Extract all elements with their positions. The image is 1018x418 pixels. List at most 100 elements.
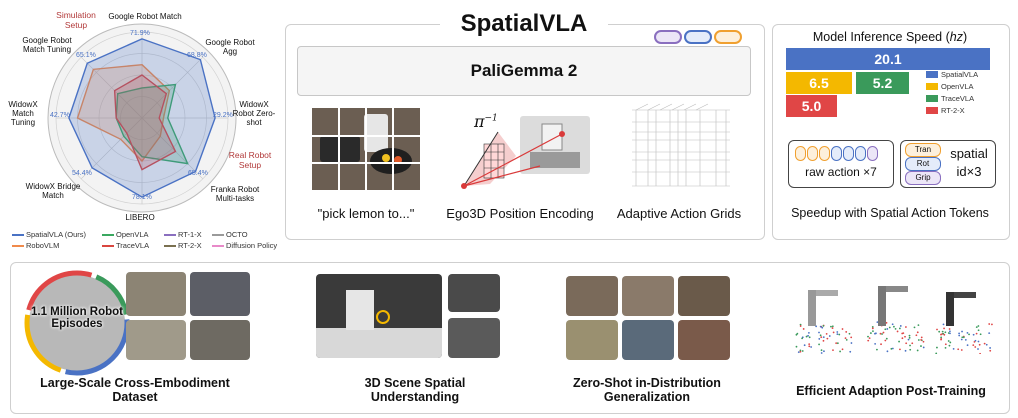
point-cloud-dot	[808, 336, 811, 339]
point-cloud-dot	[972, 344, 975, 347]
point-cloud-dot	[941, 330, 944, 333]
legend-label: OpenVLA	[941, 82, 974, 91]
point-cloud-dot	[882, 331, 885, 334]
point-cloud-dot	[885, 321, 888, 324]
point-cloud-dot	[890, 347, 893, 350]
pi-inverse-label: π−1	[474, 112, 498, 131]
legend-label: RT-2-X	[178, 241, 202, 250]
point-cloud-dot	[940, 337, 943, 340]
legend-swatch	[212, 234, 224, 236]
point-cloud-dot	[944, 331, 947, 334]
point-cloud-dot	[831, 325, 834, 328]
point-cloud-dot	[869, 332, 872, 334]
legend-label: OCTO	[226, 230, 248, 239]
value-label: 54.4%	[72, 170, 92, 177]
point-cloud-dot	[795, 345, 798, 348]
point-cloud-dot	[835, 342, 838, 345]
point-cloud-dot	[797, 351, 800, 354]
caption-adaption: Efficient Adaption Post-Training	[796, 384, 986, 398]
point-cloud-dot	[799, 325, 802, 327]
token-grip: Grip	[905, 171, 941, 185]
point-cloud-dot	[961, 330, 963, 333]
point-cloud-dot	[943, 327, 945, 330]
point-cloud-dot	[940, 336, 943, 339]
axis-label-libero: LIBERO	[125, 213, 155, 222]
scene-photo-small-2	[448, 318, 500, 358]
legend-swatch	[926, 107, 938, 114]
point-cloud-dot	[876, 321, 879, 323]
point-cloud-dot	[818, 338, 821, 340]
polygon-tracevla	[113, 74, 177, 171]
point-cloud-dot	[799, 350, 802, 353]
raw-action-tokens	[795, 146, 887, 162]
caption-instruction: "pick lemon to..."	[317, 206, 415, 221]
point-cloud-dot	[885, 337, 888, 340]
point-cloud-dot	[917, 339, 920, 341]
speed-legend: SpatialVLA OpenVLA TraceVLA RT-2-X	[926, 70, 1006, 120]
point-cloud-dot	[799, 349, 802, 352]
point-cloud-dot	[795, 333, 798, 336]
point-cloud-dot	[894, 327, 897, 330]
point-cloud-dot	[979, 352, 981, 354]
point-cloud-dot	[818, 331, 820, 334]
point-cloud-dot	[991, 323, 993, 326]
point-cloud-dot	[801, 337, 804, 340]
token-rot: Rot	[905, 157, 941, 171]
scene-image-grid	[312, 108, 420, 190]
point-cloud-dot	[850, 342, 853, 344]
point-cloud-dot	[938, 330, 941, 333]
raw-action-box: raw action ×7	[788, 140, 894, 188]
speed-title-text: Model Inference Speed (	[812, 30, 950, 44]
point-cloud-dot	[898, 327, 901, 330]
point-cloud-dot	[888, 326, 891, 329]
polygon-robovlm	[76, 63, 171, 163]
point-cloud-dot	[977, 348, 979, 350]
pill-blue	[684, 30, 712, 44]
point-cloud-dot	[974, 346, 977, 348]
point-cloud-dot	[845, 338, 848, 341]
legend-swatch	[926, 71, 938, 78]
point-cloud-dot	[960, 338, 963, 341]
point-cloud-dot	[832, 331, 835, 334]
point-cloud-dot	[916, 349, 919, 352]
point-cloud-dot	[875, 332, 877, 335]
paligemma-box: PaliGemma 2	[297, 46, 751, 96]
point-cloud-dot	[845, 331, 848, 333]
point-cloud-dot	[831, 327, 834, 329]
point-cloud-dot	[819, 334, 822, 337]
zeroshot-photo-6	[678, 320, 730, 360]
point-cloud-dot	[896, 330, 899, 333]
point-cloud-dot	[922, 346, 925, 349]
grid-line	[647, 103, 661, 111]
point-cloud-dot	[972, 333, 975, 336]
caption-adaptive-grids: Adaptive Action Grids	[616, 206, 742, 221]
point-cloud-dot	[920, 338, 923, 341]
token-tran: Tran	[905, 143, 941, 157]
point-cloud-dot	[949, 332, 951, 335]
point-cloud-dot	[808, 345, 811, 348]
adaption-illustration	[795, 286, 993, 354]
radar-axis-line	[141, 117, 204, 180]
point-cloud-dot	[985, 343, 988, 346]
ego3d-illustration	[461, 116, 590, 189]
point-cloud-dot	[828, 335, 831, 337]
value-label: 65.4%	[188, 170, 208, 177]
legend-label: SpatialVLA (Ours)	[26, 230, 87, 239]
value-label: 29.2%	[213, 112, 233, 119]
point-cloud-dot	[936, 346, 938, 349]
point-cloud-dot	[884, 328, 887, 331]
point-cloud-dot	[805, 335, 808, 338]
point-cloud-dot	[881, 333, 883, 335]
grid-line	[671, 103, 685, 111]
point-cloud-dot	[968, 333, 970, 336]
point-cloud-dot	[949, 341, 952, 344]
point-cloud-dot	[891, 347, 894, 350]
point-cloud-dot	[922, 340, 925, 343]
dataset-photo-4	[190, 320, 250, 360]
point-cloud-dot	[844, 337, 847, 340]
point-cloud-dot	[820, 349, 823, 352]
radar-polygons	[68, 38, 216, 198]
caption-zeroshot: Zero-Shot in-Distribution Generalization	[573, 376, 721, 404]
legend-label: RT-2-X	[941, 106, 965, 115]
point-cloud-dot	[822, 339, 825, 342]
